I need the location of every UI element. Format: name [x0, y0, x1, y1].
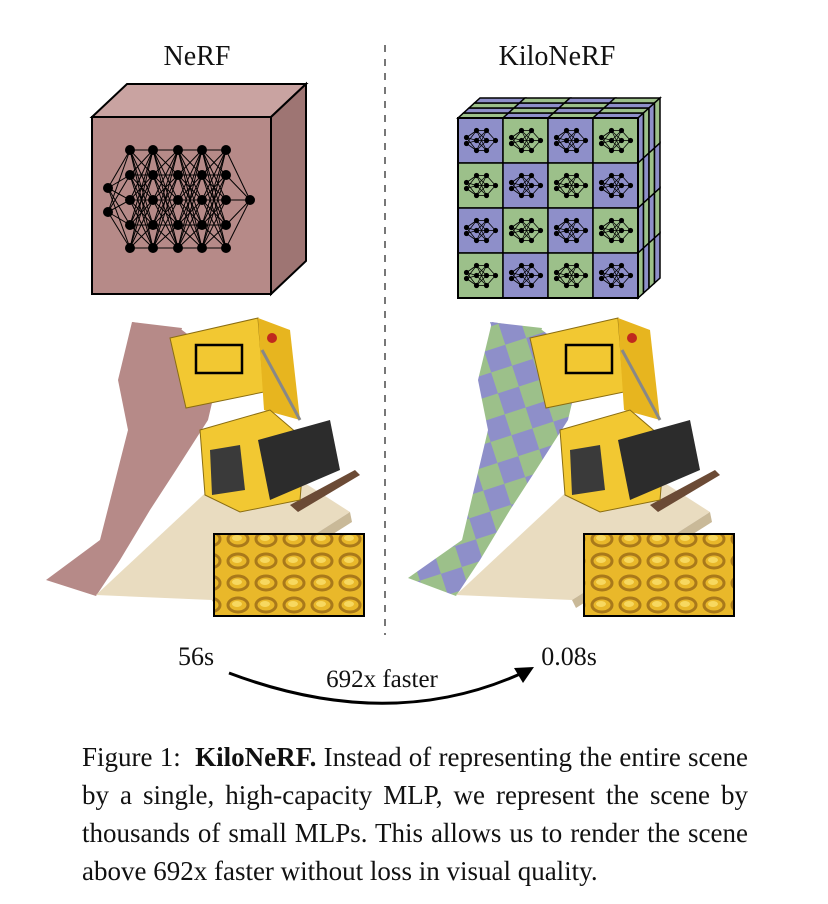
- mlp-network-icon: [103, 145, 255, 253]
- kilonerf-cube-front: [457, 117, 639, 299]
- kilonerf-cube-side: [637, 96, 661, 300]
- kilonerf-render-image: [408, 317, 735, 617]
- kilonerf-render-time: 0.08s: [541, 642, 597, 671]
- kilonerf-title: KiloNeRF: [499, 41, 616, 72]
- caption-bold-title: KiloNeRF.: [195, 742, 317, 772]
- speedup-label: 692x faster: [326, 666, 438, 693]
- kilonerf-cube-top: [456, 97, 662, 119]
- nerf-render-time: 56s: [178, 642, 214, 671]
- nerf-render-image: [46, 317, 365, 617]
- nerf-title: NeRF: [164, 41, 231, 72]
- caption-label: Figure 1:: [82, 742, 181, 772]
- figure-graphic: NeRF KiloNeRF: [46, 41, 735, 705]
- caption-text: Instead of representing the entire scene…: [82, 742, 749, 886]
- kilonerf-cube: [456, 96, 662, 300]
- speedup-arrow: [228, 667, 534, 705]
- nerf-cube: [89, 81, 309, 297]
- figure-caption: Figure 1: KiloNeRF. Instead of represent…: [82, 738, 748, 890]
